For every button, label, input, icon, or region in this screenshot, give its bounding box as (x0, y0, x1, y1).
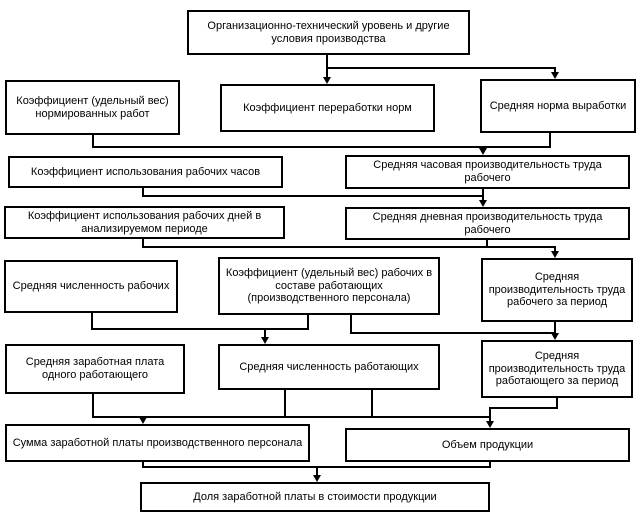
connector (549, 133, 551, 148)
connector (556, 398, 558, 409)
node-coef-working-hours: Коэффициент использования рабочих часов (8, 156, 283, 188)
node-avg-number-employees: Средняя численность работающих (218, 344, 440, 390)
arrowhead (479, 148, 487, 155)
connector (142, 246, 556, 248)
node-coef-norm-overfulfillment: Коэффициент переработки норм (220, 84, 435, 132)
connector (489, 462, 491, 468)
node-avg-output-rate: Средняя норма выработки (480, 79, 636, 133)
connector (92, 135, 94, 148)
node-avg-period-productivity-employee: Средняя производительность труда работаю… (481, 340, 633, 398)
connector (91, 328, 309, 330)
arrowhead (139, 417, 147, 424)
connector (264, 328, 266, 338)
connector (316, 466, 318, 476)
node-avg-hourly-productivity: Средняя часовая производительность труда… (345, 155, 630, 189)
arrowhead (479, 200, 487, 207)
connector (142, 239, 144, 248)
connector (307, 315, 309, 330)
connector (326, 55, 328, 78)
node-avg-salary-per-employee: Средняя заработная плата одного работающ… (5, 344, 185, 394)
connector (482, 189, 484, 201)
connector (554, 322, 556, 334)
arrowhead (551, 72, 559, 79)
connector (371, 390, 373, 418)
node-output-volume: Объем продукции (345, 428, 630, 462)
connector (350, 315, 352, 334)
connector (489, 407, 558, 409)
node-avg-period-productivity-worker: Средняя производительность труда рабочег… (481, 258, 633, 322)
node-salary-sum: Сумма заработной платы производственного… (5, 424, 310, 462)
node-coef-workers-share: Коэффициент (удельный вес) рабочих в сос… (218, 257, 440, 315)
connector (326, 67, 556, 69)
arrowhead (551, 251, 559, 258)
connector (554, 67, 556, 73)
connector (284, 390, 286, 418)
connector (486, 240, 488, 248)
node-avg-daily-productivity: Средняя дневная производительность труда… (345, 207, 630, 240)
connector (489, 407, 491, 422)
node-salary-share: Доля заработной платы в стоимости продук… (140, 482, 490, 512)
arrowhead (551, 333, 559, 340)
node-avg-number-workers: Средняя численность рабочих (4, 260, 178, 313)
connector (92, 394, 94, 418)
arrowhead (323, 77, 331, 84)
connector (350, 332, 556, 334)
arrowhead (313, 475, 321, 482)
connector (92, 416, 491, 418)
node-coef-working-days: Коэффициент использования рабочих дней в… (4, 206, 285, 239)
connector (554, 246, 556, 252)
node-coef-normed-works: Коэффициент (удельный вес) нормированных… (5, 80, 180, 135)
connector (92, 146, 551, 148)
connector (142, 462, 144, 468)
arrowhead (486, 421, 494, 428)
connector (142, 188, 144, 197)
connector (91, 313, 93, 330)
arrowhead (261, 337, 269, 344)
node-org-level: Организационно-технический уровень и дру… (187, 10, 470, 55)
connector (142, 195, 484, 197)
